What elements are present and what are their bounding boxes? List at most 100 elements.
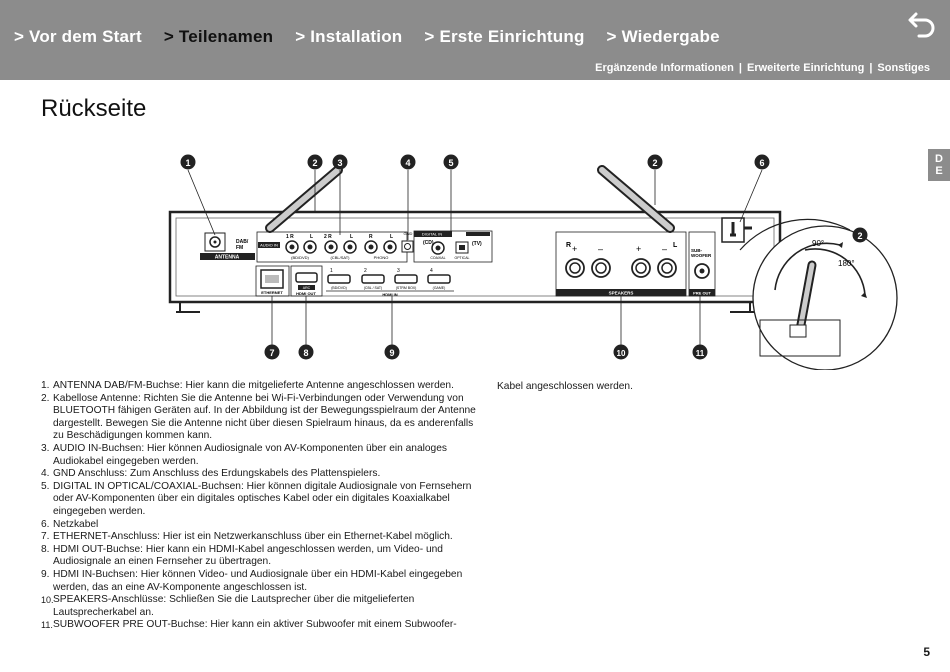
svg-text:–: –	[598, 244, 603, 254]
svg-text:4: 4	[430, 268, 433, 274]
nav-link-4[interactable]: > Wiedergabe	[606, 27, 720, 46]
svg-text:8: 8	[303, 348, 308, 358]
list-item-number: 3.	[41, 442, 50, 454]
list-item-text: GND Anschluss: Zum Anschluss des Erdungs…	[53, 468, 381, 480]
label-audio-cbl-sat: (CBL/SAT)	[330, 255, 350, 260]
label-hdmi-out: HDMI OUT	[296, 291, 316, 296]
hdmi-in-ports: 1 2 3 4 (BD/DVD) (CBL / SAT) (STRM BOX) …	[326, 268, 454, 297]
wireless-antenna-right	[597, 165, 675, 233]
callout-2: 2	[307, 154, 323, 170]
svg-text:7: 7	[269, 348, 274, 358]
svg-text:6: 6	[759, 158, 764, 168]
lang-letter: D	[935, 153, 943, 165]
list-item-number: 1.	[41, 380, 50, 391]
antenna-rotation-zoom: 90° 180°	[739, 218, 898, 370]
label-coaxial: COAXIAL	[430, 256, 445, 260]
list-item: 6.Netzkabel	[41, 519, 481, 532]
label-fm: FM	[236, 245, 243, 251]
list-item-number: 9.	[41, 568, 50, 580]
list-item-number: 7.	[41, 531, 50, 543]
svg-text:9: 9	[389, 348, 394, 358]
label-180-degrees: 180°	[838, 259, 855, 268]
label-audio-bd-dvd: (BD/DVD)	[291, 255, 309, 260]
nav-link-0[interactable]: > Vor dem Start	[14, 27, 142, 46]
svg-text:2 R: 2 R	[324, 234, 332, 240]
svg-text:L: L	[310, 234, 313, 240]
svg-text:1 R: 1 R	[286, 234, 294, 240]
label-antenna: ANTENNA	[215, 255, 240, 261]
svg-text:+: +	[636, 244, 641, 254]
sub-nav-link-2[interactable]: Sonstiges	[877, 62, 930, 74]
list-item-text: AUDIO IN-Buchsen: Hier können Audiosigna…	[53, 442, 447, 467]
nav-link-1[interactable]: > Teilenamen	[163, 27, 274, 46]
svg-text:1: 1	[330, 268, 333, 274]
label-optical: OPTICAL	[455, 256, 470, 260]
sub-nav-link-0[interactable]: Ergänzende Informationen	[595, 62, 734, 74]
callout-2-side: 2	[852, 227, 868, 243]
list-item: 3.AUDIO IN-Buchsen: Hier können Audiosig…	[41, 443, 481, 468]
callout-10: 10	[613, 344, 629, 360]
callout-6: 6	[754, 154, 770, 170]
svg-text:–: –	[662, 244, 667, 254]
list-item-number: 5.	[41, 480, 50, 492]
sub-nav: Ergänzende Informationen | Erweiterte Einr…	[595, 62, 930, 74]
nav-link-3[interactable]: > Erste Einrichtung	[424, 27, 585, 46]
component-description-list: 1.ANTENNA DAB/FM-Buchse: Hier kann die m…	[41, 380, 481, 632]
callout-3: 3	[332, 154, 348, 170]
svg-text:SUB-: SUB-	[691, 248, 703, 253]
list-item-text: SUBWOOFER PRE OUT-Buchse: Hier kann ein …	[53, 619, 457, 631]
label-hdmi-cbl: (CBL / SAT)	[364, 286, 382, 290]
label-90-degrees: 90°	[812, 239, 824, 248]
nav-link-2[interactable]: > Installation	[295, 27, 403, 46]
svg-text:3: 3	[337, 158, 342, 168]
list-item-number: 10.	[41, 595, 54, 606]
list-item-text: SPEAKERS-Anschlüsse: Schließen Sie die L…	[53, 594, 415, 618]
svg-text:11: 11	[696, 349, 705, 358]
lang-letter: E	[935, 165, 943, 177]
callout-4: 4	[400, 154, 416, 170]
speaker-terminals: R + – + – L SPEAKERS	[555, 231, 687, 297]
label-tv: (TV)	[472, 241, 482, 247]
sub-nav-separator: |	[869, 62, 873, 74]
antenna-dab-fm-jack: DAB/ FM ANTENNA	[200, 232, 255, 261]
list-item-text: DIGITAL IN OPTICAL/COAXIAL-Buchsen: Hier…	[53, 480, 472, 517]
sub-nav-link-1[interactable]: Erweiterte Einrichtung	[746, 62, 865, 74]
label-hdmi-in: HDMI IN	[382, 292, 397, 297]
list-item-text: Kabellose Antenne: Richten Sie die Anten…	[53, 392, 476, 442]
svg-text:5: 5	[448, 158, 453, 168]
list-item-number: 2.	[41, 392, 50, 404]
svg-text:3: 3	[397, 268, 400, 274]
svg-text:L: L	[350, 234, 353, 240]
callout-11: 11	[692, 344, 708, 360]
list-continuation: Kabel angeschlossen werden.	[497, 381, 633, 392]
list-item-number: 8.	[41, 543, 50, 555]
list-item-number: 4.	[41, 468, 50, 480]
callout-8: 8	[298, 344, 314, 360]
return-arrow-icon[interactable]	[906, 8, 938, 38]
label-speakers: SPEAKERS	[609, 291, 634, 296]
label-dab: DAB/	[236, 239, 249, 245]
wireless-antenna-left	[265, 165, 343, 233]
label-audio-in: AUDIO IN	[260, 243, 278, 248]
list-item: 5.DIGITAL IN OPTICAL/COAXIAL-Buchsen: Hi…	[41, 481, 481, 519]
language-tab[interactable]: D E	[928, 149, 950, 181]
list-item: 10.SPEAKERS-Anschlüsse: Schließen Sie di…	[41, 594, 481, 619]
list-item-text: ANTENNA DAB/FM-Buchse: Hier kann die mit…	[53, 380, 454, 391]
label-hdmi-strm: (STRM BOX)	[396, 286, 417, 290]
list-item-text: HDMI IN-Buchsen: Hier können Video- und …	[53, 568, 463, 593]
sub-nav-separator: |	[738, 62, 742, 74]
label-cd: (CD)	[423, 240, 434, 246]
svg-text:2: 2	[312, 158, 317, 168]
page-title: Rückseite	[41, 95, 147, 122]
list-item: 7.ETHERNET-Anschluss: Hier ist ein Netzw…	[41, 531, 481, 544]
callout-1: 1	[180, 154, 196, 170]
callout-2-right: 2	[647, 154, 663, 170]
list-item: 8.HDMI OUT-Buchse: Hier kann ein HDMI-Ka…	[41, 544, 481, 569]
label-hdmi-bd: (BD/DVD)	[331, 286, 347, 290]
hdmi-out-port: ARC HDMI OUT	[290, 265, 323, 297]
list-item: 4.GND Anschluss: Zum Anschluss des Erdun…	[41, 468, 481, 481]
svg-text:L: L	[390, 234, 393, 240]
svg-text:4: 4	[405, 158, 410, 168]
subwoofer-pre-out-jack: SUB- WOOFER PRE OUT	[688, 231, 716, 297]
label-hdmi-game: (GAME)	[433, 286, 446, 290]
